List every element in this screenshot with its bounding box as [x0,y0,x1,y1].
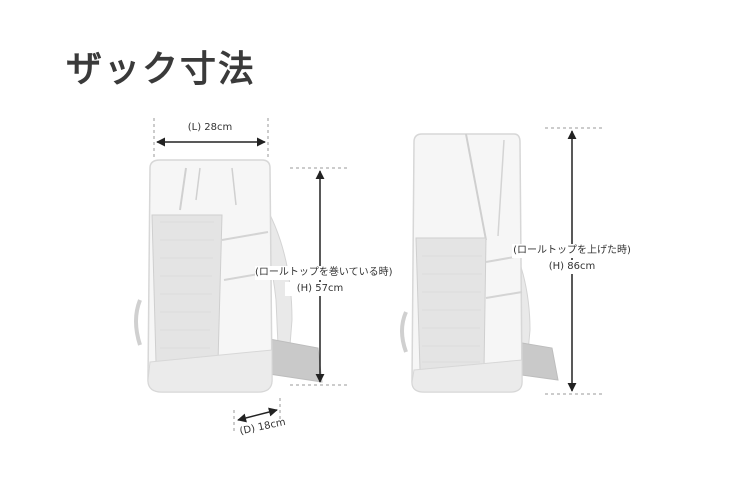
page-title: ザック寸法 [66,49,257,90]
width-label: (L) 28cm [170,121,250,135]
backpack-rolled-illustration [134,159,323,393]
left-height-label: (H) 57cm [285,282,355,296]
right-height-label: (H) 86cm [538,260,606,274]
backpack-extended-illustration [400,133,559,393]
right-height-note: (ロールトップを上げた時) [512,244,632,258]
left-height-note: (ロールトップを巻いている時) [255,266,393,280]
depth-arrow [237,407,278,423]
